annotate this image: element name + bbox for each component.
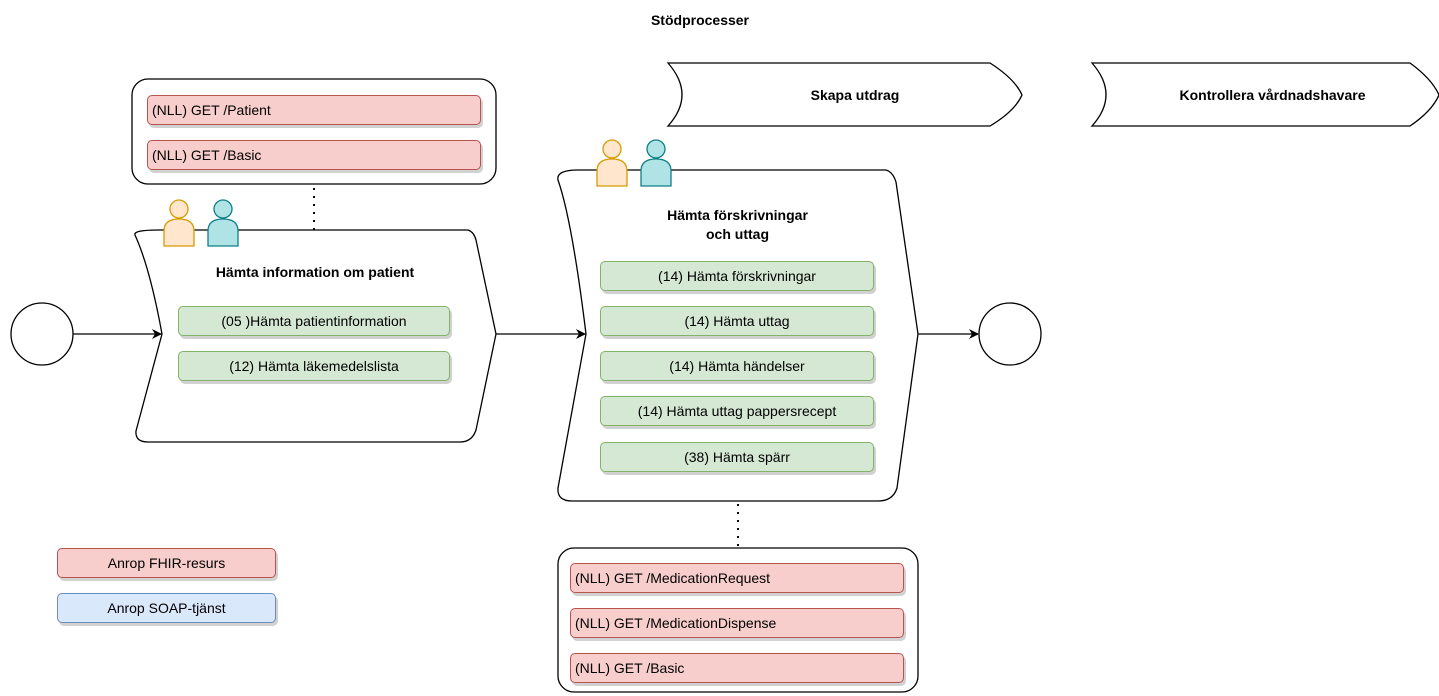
end-event[interactable]	[978, 302, 1042, 366]
resource-medication-request[interactable]: (NLL) GET /MedicationRequest	[570, 563, 904, 593]
task-hamta-patientinformation[interactable]: (05 )Hämta patientinformation	[178, 306, 450, 336]
legend-fhir: Anrop FHIR-resurs	[57, 548, 276, 578]
task-hamta-uttag[interactable]: (14) Hämta uttag	[600, 306, 874, 336]
support-process-label-kontrollera: Kontrollera vårdnadshavare	[1179, 86, 1366, 103]
task-hamta-sparr[interactable]: (38) Hämta spärr	[600, 442, 874, 472]
user-icon	[640, 139, 672, 187]
support-process-shape-2[interactable]	[1090, 62, 1439, 127]
step2-title-line2: och uttag	[706, 225, 769, 242]
page-title: Stödprocesser	[650, 11, 750, 28]
resource-medication-dispense[interactable]: (NLL) GET /MedicationDispense	[570, 608, 904, 638]
user-icon	[163, 199, 195, 247]
resource-patient[interactable]: (NLL) GET /Patient	[147, 95, 481, 125]
support-process-shape-1[interactable]	[666, 62, 1023, 127]
user-icon	[596, 139, 628, 187]
resource-basic-2[interactable]: (NLL) GET /Basic	[570, 653, 904, 683]
resource-basic[interactable]: (NLL) GET /Basic	[147, 140, 481, 170]
step1-shape[interactable]	[134, 229, 497, 443]
step2-title-line1: Hämta förskrivningar	[667, 206, 808, 223]
task-hamta-lakemedelslista[interactable]: (12) Hämta läkemedelslista	[178, 351, 450, 381]
start-event[interactable]	[10, 302, 74, 366]
task-hamta-uttag-pappersrecept[interactable]: (14) Hämta uttag pappersrecept	[600, 396, 874, 426]
task-hamta-handelser[interactable]: (14) Hämta händelser	[600, 351, 874, 381]
user-icon	[207, 199, 239, 247]
task-hamta-forskrivningar[interactable]: (14) Hämta förskrivningar	[600, 261, 874, 291]
step1-title: Hämta information om patient	[215, 263, 415, 280]
legend-soap: Anrop SOAP-tjänst	[57, 593, 276, 623]
support-process-label-skapa-utdrag: Skapa utdrag	[810, 86, 900, 103]
